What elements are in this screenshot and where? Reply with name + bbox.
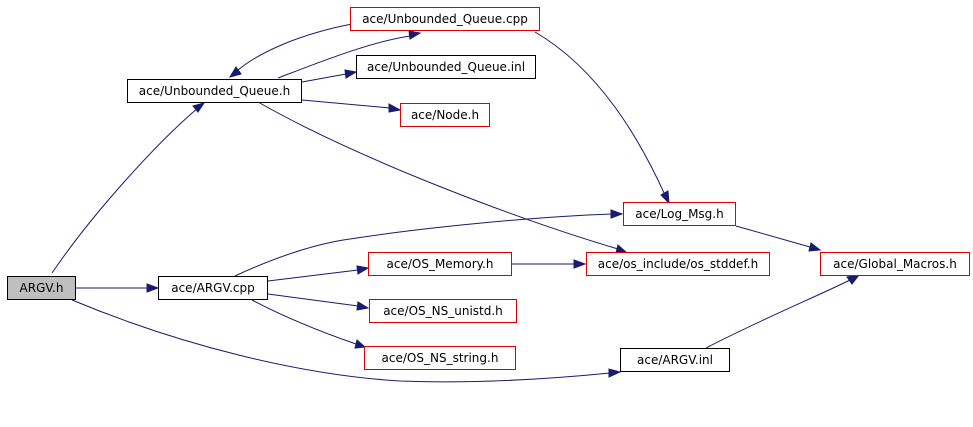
node-os-stddef-h[interactable]: ace/os_include/os_stddef.h — [586, 252, 770, 276]
edge-arrowhead — [356, 265, 370, 275]
edge-argv-inl-to-global-macros-h — [705, 279, 851, 349]
edge-arrowhead — [660, 190, 670, 205]
edge-arrowhead — [344, 69, 358, 79]
node-argv-cpp[interactable]: ace/ARGV.cpp — [158, 276, 268, 300]
edge-argv-cpp-to-os-ns-unistd-h — [267, 293, 359, 307]
edge-arrowhead — [356, 301, 370, 311]
edge-argv-h-to-unbounded-queue-h — [51, 107, 199, 274]
edge-arrowhead — [388, 103, 402, 113]
edge-unbounded-queue-h-to-cpp — [277, 35, 411, 79]
node-unbounded-queue-inl[interactable]: ace/Unbounded_Queue.inl — [356, 55, 536, 79]
node-log-msg-h[interactable]: ace/Log_Msg.h — [623, 202, 736, 226]
edge-log-msg-h-to-global-macros-h — [735, 225, 811, 248]
node-os-ns-string-h[interactable]: ace/OS_NS_string.h — [364, 346, 516, 370]
node-global-macros-h[interactable]: ace/Global_Macros.h — [820, 252, 970, 276]
edge-unbounded-queue-h-to-os-stddef-h — [257, 101, 619, 250]
node-os-memory-h[interactable]: ace/OS_Memory.h — [368, 252, 512, 276]
edge-arrowhead — [846, 274, 861, 285]
edge-unbounded-queue-h-to-node-h — [301, 99, 391, 109]
edge-argv-cpp-to-log-msg-h — [234, 213, 613, 277]
edge-unbounded-queue-cpp-to-h — [237, 23, 353, 71]
edge-unbounded-queue-h-to-inl — [301, 73, 347, 83]
edge-unbounded-queue-cpp-to-log-msg-h — [534, 31, 666, 196]
node-unbounded-queue-h[interactable]: ace/Unbounded_Queue.h — [127, 79, 302, 103]
node-argv-inl[interactable]: ace/ARGV.inl — [620, 348, 730, 372]
node-argv-h: ARGV.h — [7, 276, 76, 300]
node-os-ns-unistd-h[interactable]: ace/OS_NS_unistd.h — [369, 299, 517, 323]
edge-arrowhead — [608, 368, 622, 378]
node-unbounded-queue-cpp[interactable]: ace/Unbounded_Queue.cpp — [350, 7, 540, 31]
edge-arrowhead — [808, 242, 822, 252]
edge-arrowhead — [610, 209, 624, 219]
node-node-h[interactable]: ace/Node.h — [400, 103, 490, 127]
edge-argv-cpp-to-os-ns-string-h — [251, 299, 357, 345]
edge-arrowhead — [573, 259, 587, 269]
edge-argv-h-to-argv-inl — [71, 299, 611, 383]
edge-arrowhead — [228, 66, 242, 78]
edge-arrowhead — [408, 30, 422, 40]
edge-argv-cpp-to-os-memory-h — [267, 269, 359, 282]
edge-arrowhead — [354, 339, 367, 349]
edge-arrowhead — [192, 102, 206, 113]
edge-arrowhead — [146, 283, 160, 293]
